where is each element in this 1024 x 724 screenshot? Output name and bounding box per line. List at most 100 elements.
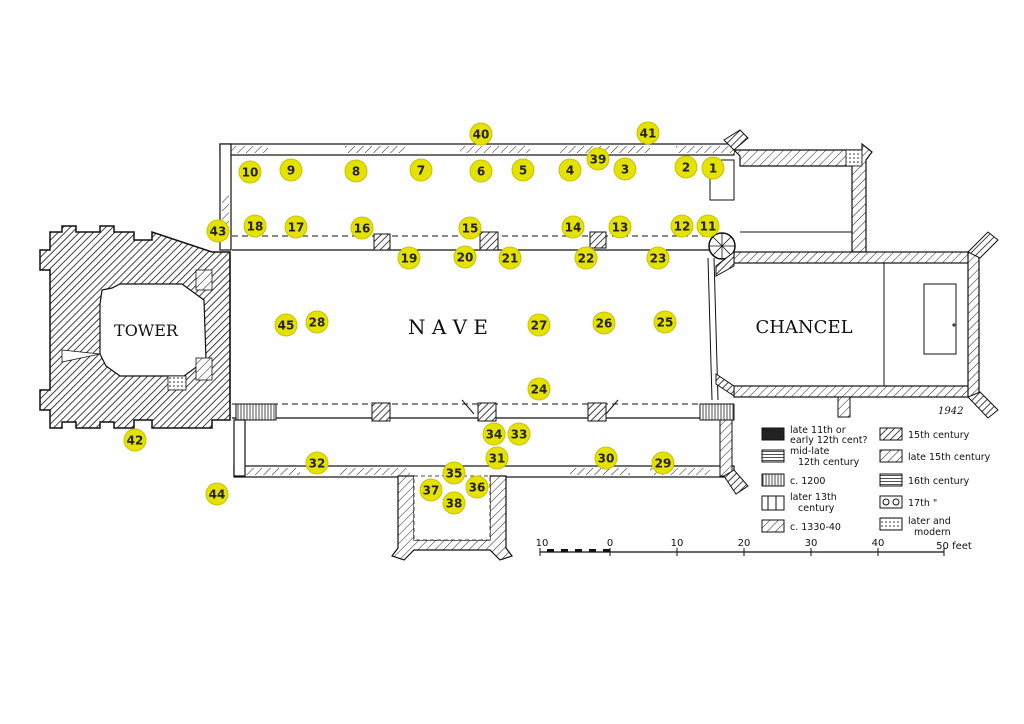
marker-12-circle	[670, 214, 694, 238]
key-label-0b: early 12th cent?	[790, 435, 868, 446]
marker-4-circle	[558, 158, 582, 182]
key-label-1a: mid-late	[790, 446, 830, 457]
marker-43: 43	[206, 219, 230, 243]
marker-2-label: 2	[682, 161, 690, 175]
marker-17-label: 17	[288, 221, 305, 235]
marker-14-label: 14	[565, 221, 582, 235]
marker-32-label: 32	[309, 457, 326, 471]
marker-40-circle	[469, 122, 493, 146]
marker-8-circle	[344, 159, 368, 183]
marker-28-label: 28	[309, 316, 326, 330]
marker-45: 45	[274, 313, 298, 337]
marker-38: 38	[442, 491, 466, 515]
year-label: 1942	[938, 406, 963, 417]
marker-22-label: 22	[578, 252, 595, 266]
marker-6-circle	[469, 159, 493, 183]
marker-29-circle	[651, 451, 675, 475]
marker-34: 34	[482, 422, 506, 446]
marker-7: 7	[409, 158, 433, 182]
marker-21-label: 21	[502, 252, 519, 266]
marker-44: 44	[205, 482, 229, 506]
marker-6-label: 6	[477, 165, 485, 179]
marker-40-label: 40	[473, 128, 490, 142]
key-label-6: late 15th century	[908, 452, 991, 463]
marker-38-label: 38	[446, 497, 463, 511]
marker-10: 10	[238, 160, 262, 184]
marker-41-label: 41	[640, 127, 657, 141]
key-label-3b: century	[798, 503, 835, 514]
marker-6: 6	[469, 159, 493, 183]
scale-tick-2: 10	[671, 538, 684, 549]
marker-27: 27	[527, 313, 551, 337]
marker-31: 31	[485, 446, 509, 470]
marker-18: 18	[243, 214, 267, 238]
marker-11-circle	[696, 214, 720, 238]
marker-33: 33	[507, 422, 531, 446]
marker-32-circle	[305, 451, 329, 475]
marker-19: 19	[397, 246, 421, 270]
marker-38-circle	[442, 491, 466, 515]
key-label-8: 17th "	[908, 498, 937, 509]
marker-22-circle	[574, 246, 598, 270]
marker-8-label: 8	[352, 165, 360, 179]
marker-33-circle	[507, 422, 531, 446]
marker-11-label: 11	[700, 220, 717, 234]
marker-29-label: 29	[655, 457, 672, 471]
key-label-1b: 12th century	[798, 457, 860, 468]
south-porch	[391, 475, 513, 561]
marker-32: 32	[305, 451, 329, 475]
key-label-9b: modern	[914, 527, 951, 538]
tower-label: TOWER	[114, 321, 179, 340]
marker-36: 36	[465, 475, 489, 499]
marker-16-label: 16	[354, 222, 371, 236]
marker-39-circle	[586, 147, 610, 171]
marker-22: 22	[574, 246, 598, 270]
marker-26: 26	[592, 311, 616, 335]
marker-17-circle	[284, 215, 308, 239]
marker-35-label: 35	[446, 467, 463, 481]
marker-16: 16	[350, 216, 374, 240]
marker-9-circle	[279, 158, 303, 182]
marker-5: 5	[511, 158, 535, 182]
marker-13: 13	[608, 215, 632, 239]
marker-43-circle	[206, 219, 230, 243]
key-label-4: c. 1330-40	[790, 522, 841, 533]
tower	[39, 225, 231, 429]
marker-28: 28	[305, 310, 329, 334]
marker-25: 25	[653, 310, 677, 334]
marker-7-label: 7	[417, 164, 425, 178]
marker-43-label: 43	[210, 225, 227, 239]
marker-30-circle	[594, 446, 618, 470]
marker-35: 35	[442, 461, 466, 485]
marker-8: 8	[344, 159, 368, 183]
marker-40: 40	[469, 122, 493, 146]
marker-1: 1	[701, 156, 725, 180]
marker-4-label: 4	[566, 164, 574, 178]
marker-24: 24	[527, 377, 551, 401]
marker-37: 37	[419, 478, 443, 502]
marker-23-circle	[646, 246, 670, 270]
marker-29: 29	[651, 451, 675, 475]
marker-2: 2	[674, 155, 698, 179]
marker-36-circle	[465, 475, 489, 499]
key-label-3a: later 13th	[790, 492, 837, 503]
key-label-7: 16th century	[908, 476, 970, 487]
marker-15-label: 15	[462, 222, 479, 236]
marker-41-circle	[636, 121, 660, 145]
marker-1-circle	[701, 156, 725, 180]
marker-36-label: 36	[469, 481, 486, 495]
scale-end-label: 50 feet	[936, 541, 972, 552]
marker-19-circle	[397, 246, 421, 270]
marker-15: 15	[458, 216, 482, 240]
marker-37-circle	[419, 478, 443, 502]
marker-10-circle	[238, 160, 262, 184]
marker-42-circle	[123, 428, 147, 452]
marker-19-label: 19	[401, 252, 418, 266]
marker-26-label: 26	[596, 317, 613, 331]
legend-key: late 11th or early 12th cent? mid-late 1…	[761, 425, 991, 538]
marker-28-circle	[305, 310, 329, 334]
marker-3-circle	[613, 157, 637, 181]
marker-23: 23	[646, 246, 670, 270]
